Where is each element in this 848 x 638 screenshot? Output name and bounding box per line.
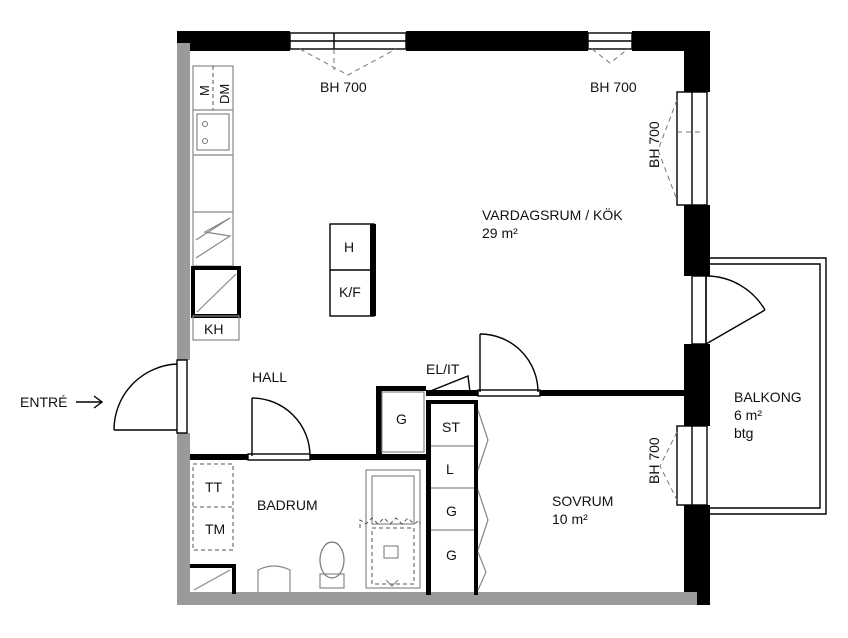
bedroom-door[interactable] xyxy=(477,333,541,397)
fridge-label: M xyxy=(197,85,212,96)
dryer-label: TM xyxy=(205,521,225,537)
island-label-bottom: K/F xyxy=(339,284,361,300)
bedroom-area: 10 m² xyxy=(552,511,588,527)
electrical-cabinet xyxy=(427,375,471,393)
hall-wardrobe xyxy=(381,391,425,453)
bottom-cabinet xyxy=(193,569,231,591)
window-top-left xyxy=(289,32,407,76)
balcony-note: btg xyxy=(734,425,753,441)
balcony-door[interactable] xyxy=(691,275,766,345)
balcony xyxy=(710,257,827,515)
interior-walls xyxy=(190,386,684,595)
entrance-door[interactable] xyxy=(113,359,188,434)
entrance-label: ENTRÉ xyxy=(20,394,67,410)
oven-cabinet xyxy=(191,266,241,318)
window-label-top-left: BH 700 xyxy=(320,79,367,95)
kitchen-counter xyxy=(192,65,234,267)
bathroom-door[interactable] xyxy=(247,397,311,461)
toilet xyxy=(319,541,345,589)
island-label-top: H xyxy=(344,239,354,255)
balcony-label: BALKONG xyxy=(734,389,802,405)
window-label-top-right: BH 700 xyxy=(590,79,637,95)
wardrobe-label-2: L xyxy=(446,461,454,477)
window-label-right-lower: BH 700 xyxy=(646,437,662,484)
hall-wardrobe-label: G xyxy=(396,411,407,427)
electrical-label: EL/IT xyxy=(426,361,460,377)
washer-dryer-stack xyxy=(192,463,234,551)
living-room-area: 29 m² xyxy=(482,225,518,241)
outer-walls xyxy=(177,31,710,605)
bedroom-label: SOVRUM xyxy=(552,493,613,509)
window-right-lower xyxy=(659,425,708,506)
dishwasher-label: DM xyxy=(217,84,232,104)
hall-closet-label: KH xyxy=(204,321,223,337)
window-top-right xyxy=(587,32,633,64)
wardrobe-label-3: G xyxy=(446,503,457,519)
sink xyxy=(257,565,291,592)
entrance-arrow xyxy=(76,395,104,409)
bedroom-wardrobes xyxy=(431,409,489,591)
window-right-upper xyxy=(657,91,708,206)
kitchen-island xyxy=(329,223,376,317)
hall-label: HALL xyxy=(252,369,287,385)
bathroom-label: BADRUM xyxy=(257,497,318,513)
hall-closet xyxy=(192,315,240,341)
washer-label: TT xyxy=(205,479,223,495)
shower xyxy=(359,469,421,589)
wardrobe-label-4: G xyxy=(446,547,457,563)
living-room-label: VARDAGSRUM / KÖK xyxy=(482,206,623,223)
wardrobe-label-1: ST xyxy=(442,419,460,435)
window-label-right-upper: BH 700 xyxy=(646,121,662,168)
balcony-area: 6 m² xyxy=(734,407,762,423)
